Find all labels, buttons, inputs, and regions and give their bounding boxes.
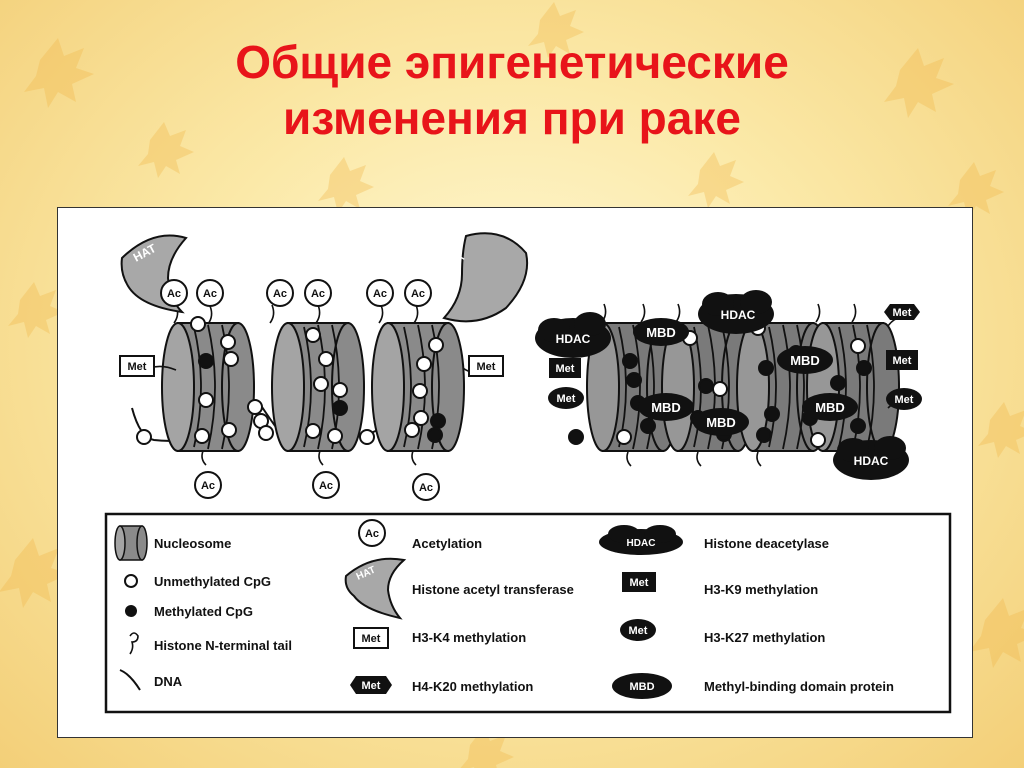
title-line-2: изменения при раке <box>283 92 741 144</box>
dna-icon <box>119 669 141 691</box>
met-label: Met <box>893 307 912 319</box>
legend-tail: Histone N-terminal tail <box>154 638 292 653</box>
legend-h3k27: H3-K27 methylation <box>704 630 825 645</box>
diagram-panel: HAT HAT Ac Ac Ac Ac Ac Ac Ac Ac Ac Met M… <box>57 207 973 738</box>
h4k20-icon <box>350 676 392 694</box>
legend-nucleosome-icon <box>114 525 148 561</box>
epigenetics-diagram: HAT HAT Ac Ac Ac Ac Ac Ac Ac Ac Ac Met M… <box>104 232 952 714</box>
acetylation-icon <box>358 519 386 547</box>
hdac-label: HDAC <box>556 332 591 346</box>
met-label: Met <box>629 625 648 637</box>
hdac-label: HDAC <box>854 454 889 468</box>
unmethylated-cpg-icon <box>124 574 138 588</box>
met-label: Met <box>556 363 575 375</box>
ac-label: Ac <box>411 288 425 300</box>
methylated-cpg-icon <box>125 605 137 617</box>
mbd-label: MBD <box>706 415 736 430</box>
hdac-icon <box>599 525 683 555</box>
mbd-label: MBD <box>790 353 820 368</box>
ac-label: Ac <box>167 288 181 300</box>
legend-methylated: Methylated CpG <box>154 604 253 619</box>
hdac-label: HDAC <box>721 308 756 322</box>
mbd-label: MBD <box>629 681 654 693</box>
h3k27-icon <box>620 619 656 641</box>
legend-h4k20: H4-K20 methylation <box>412 679 533 694</box>
met-label: Met <box>362 633 381 645</box>
ac-label: Ac <box>203 288 217 300</box>
ac-label: Ac <box>311 288 325 300</box>
active-chromatin: HAT HAT Ac Ac Ac Ac Ac Ac Ac Ac Ac Met M… <box>119 232 528 501</box>
legend-h3k9: H3-K9 methylation <box>704 582 818 597</box>
legend-hat: Histone acetyl transferase <box>412 582 574 597</box>
mbd-label: MBD <box>815 400 845 415</box>
histone-tail-icon <box>129 632 139 655</box>
mbd-label: MBD <box>646 325 676 340</box>
hdac-label: HDAC <box>627 538 656 549</box>
met-label: Met <box>895 394 914 406</box>
ac-label: Ac <box>419 482 433 494</box>
h3k9-icon <box>622 572 656 592</box>
met-label: Met <box>477 361 496 373</box>
ac-label: Ac <box>201 480 215 492</box>
legend-mbd: Methyl-binding domain protein <box>704 679 894 694</box>
legend: Nucleosome Unmethylated CpG Methylated C… <box>104 512 952 714</box>
met-label: Met <box>557 393 576 405</box>
met-label: Met <box>893 355 912 367</box>
hat-enzyme: HAT <box>439 232 528 323</box>
ac-label: Ac <box>373 288 387 300</box>
legend-nucleosome: Nucleosome <box>154 536 231 551</box>
legend-acetylation: Acetylation <box>412 536 482 551</box>
ac-label: Ac <box>365 528 379 540</box>
ac-label: Ac <box>319 480 333 492</box>
met-label: Met <box>128 361 147 373</box>
h3k4-icon <box>353 627 389 649</box>
title-line-1: Общие эпигенетические <box>235 36 789 88</box>
ac-label: Ac <box>273 288 287 300</box>
mbd-label: MBD <box>651 400 681 415</box>
met-label: Met <box>362 680 381 692</box>
page-title: Общие эпигенетические изменения при раке <box>0 34 1024 146</box>
mbd-icon <box>612 673 672 699</box>
legend-h3k4: H3-K4 methylation <box>412 630 526 645</box>
met-label: Met <box>630 577 649 589</box>
silenced-chromatin: HDAC HDAC HDAC MBD MBD MBD MBD MBD Met M… <box>535 290 922 480</box>
legend-dna: DNA <box>154 674 183 689</box>
hat-icon: HAT <box>344 557 407 620</box>
legend-unmethylated: Unmethylated CpG <box>154 574 271 589</box>
legend-hdac: Histone deacetylase <box>704 536 829 551</box>
